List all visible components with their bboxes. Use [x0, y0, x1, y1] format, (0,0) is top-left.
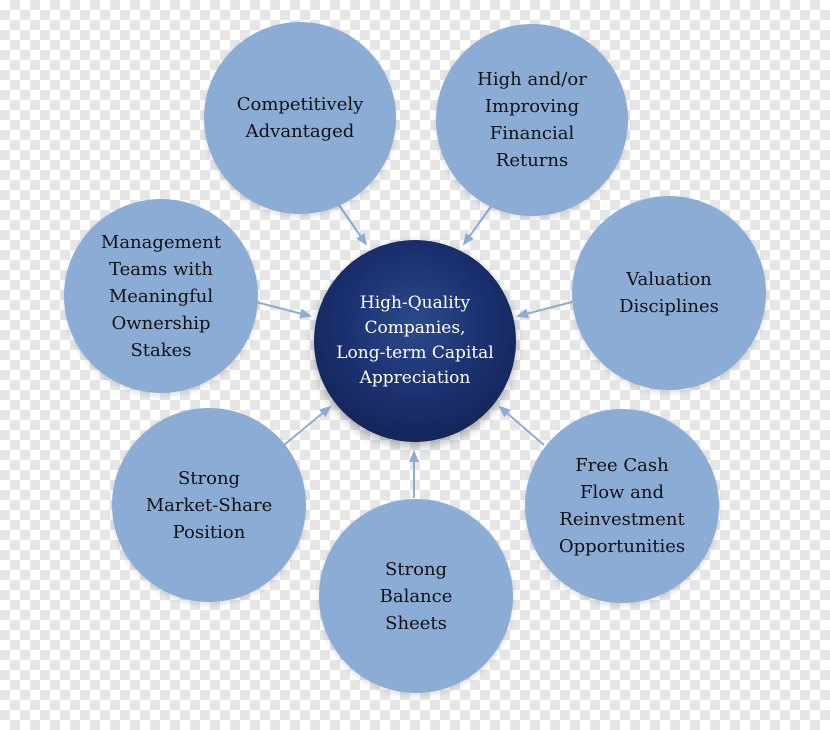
node-free-cash-flow: Free Cash Flow and Reinvestment Opportun… — [525, 409, 719, 603]
node-valuation-disciplines: Valuation Disciplines — [572, 196, 766, 390]
node-strong-balance-sheets: Strong Balance Sheets — [319, 499, 513, 693]
node-market-share: Strong Market-Share Position — [112, 408, 306, 602]
arrow-market-share — [283, 405, 332, 446]
arrow-competitively-advantaged — [338, 204, 368, 246]
arrow-valuation-disciplines — [516, 301, 573, 319]
node-competitively-advantaged-label: Competitively Advantaged — [236, 94, 364, 142]
center-node: High-Quality Companies, Long-term Capita… — [314, 240, 516, 442]
arrow-management-teams — [255, 301, 312, 319]
node-management-teams-label: Management Teams with Meaningful Ownersh… — [100, 231, 222, 361]
node-strong-balance-sheets-label: Strong Balance Sheets — [379, 558, 453, 634]
node-free-cash-flow-label: Free Cash Flow and Reinvestment Opportun… — [558, 455, 686, 557]
arrow-free-cash-flow — [498, 405, 545, 446]
node-financial-returns-label: High and/or Improving Financial Returns — [477, 69, 587, 171]
node-market-share-label: Strong Market-Share Position — [145, 467, 273, 543]
node-valuation-disciplines-label: Valuation Disciplines — [619, 269, 719, 317]
node-competitively-advantaged: Competitively Advantaged — [204, 22, 396, 214]
center-node-label: High-Quality Companies, Long-term Capita… — [336, 293, 494, 388]
node-financial-returns: High and/or Improving Financial Returns — [436, 24, 628, 216]
node-management-teams: Management Teams with Meaningful Ownersh… — [64, 199, 258, 393]
arrow-financial-returns — [462, 204, 493, 246]
